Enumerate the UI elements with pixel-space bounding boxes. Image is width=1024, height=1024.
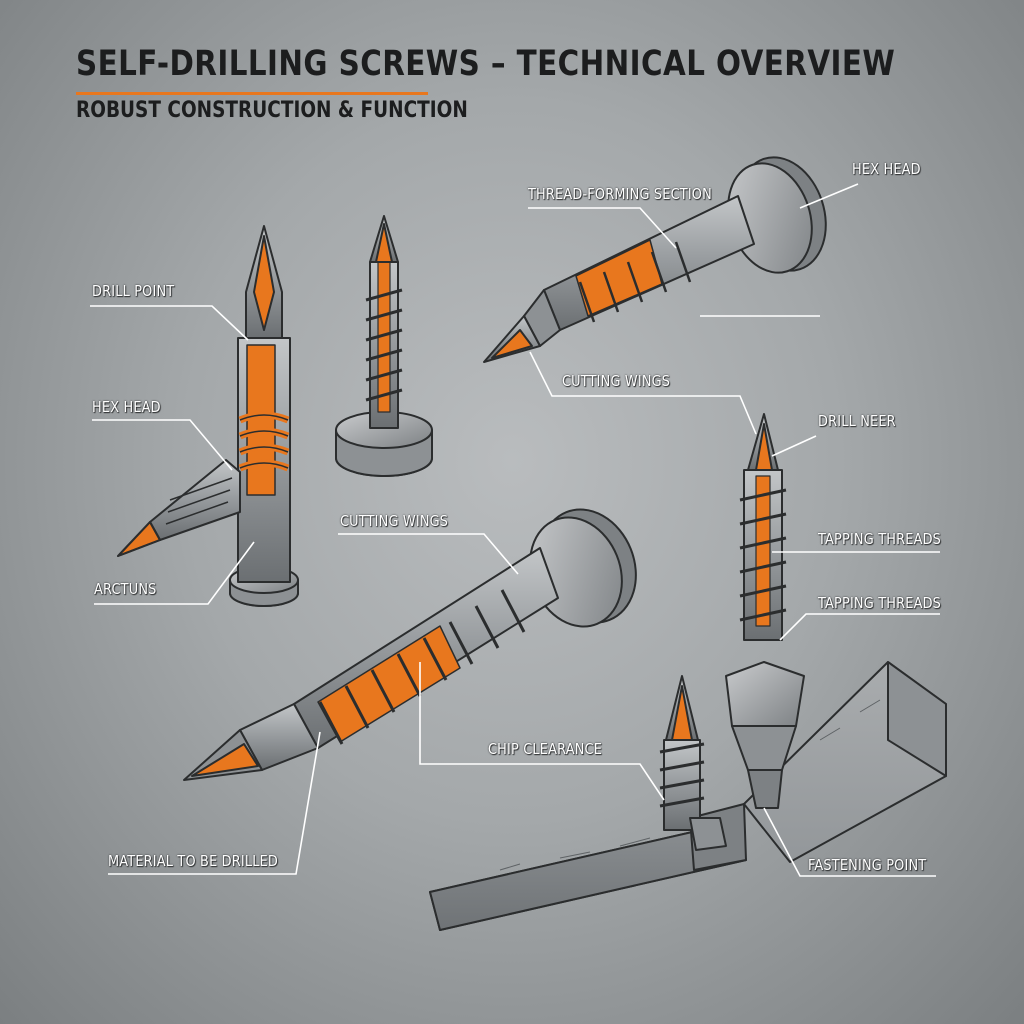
leader-tapping-threads-2 <box>779 613 940 641</box>
leader-material <box>108 731 321 875</box>
page-subtitle: ROBUST CONSTRUCTION & FUNCTION <box>76 98 468 123</box>
callout-tapping-threads-2: TAPPING THREADS <box>818 594 942 612</box>
callout-cutting-wings-top: CUTTING WINGS <box>562 372 671 390</box>
leader-cutting-wings-top <box>529 351 757 435</box>
leader-fastening-point <box>763 807 936 877</box>
callout-hex-head-left: HEX HEAD <box>92 398 161 416</box>
screw-drilling-beam-left <box>659 675 727 851</box>
callout-arctuns: ARCTUNS <box>94 580 157 598</box>
leader-drill-neer <box>771 435 817 457</box>
screw-diagonal-long <box>183 508 637 781</box>
callout-tapping-threads-1: TAPPING THREADS <box>818 530 942 548</box>
leader-drill-point <box>90 305 249 341</box>
leader-chip-clearance <box>419 662 665 801</box>
screw-cross-section-left <box>117 225 299 607</box>
screw-diagonal-top <box>483 156 827 363</box>
screw-upright-round-head <box>335 215 433 477</box>
callout-cutting-wings-mid: CUTTING WINGS <box>340 512 449 530</box>
callout-material-to-be-drilled: MATERIAL TO BE DRILLED <box>108 852 279 870</box>
title-underline <box>76 92 428 95</box>
leader-hex-head-right <box>799 183 859 209</box>
callout-drill-neer: DRILL NEER <box>818 412 896 430</box>
callout-hex-head-right: HEX HEAD <box>852 160 921 178</box>
angle-beam-material <box>429 661 947 931</box>
callout-fastening-point: FASTENING POINT <box>808 856 927 874</box>
screw-upright-tall-right <box>725 413 805 809</box>
leader-thread-forming <box>528 207 677 249</box>
callout-leader-lines <box>90 183 940 877</box>
callout-chip-clearance: CHIP CLEARANCE <box>488 740 603 758</box>
leader-cutting-wings-mid <box>338 533 519 575</box>
callout-thread-forming-section: THREAD-FORMING SECTION <box>528 185 712 203</box>
page-title: SELF-DRILLING SCREWS – TECHNICAL OVERVIE… <box>76 44 896 84</box>
leader-hex-head-left <box>92 419 233 471</box>
leader-arctuns <box>94 541 255 605</box>
callout-drill-point: DRILL POINT <box>92 282 175 300</box>
